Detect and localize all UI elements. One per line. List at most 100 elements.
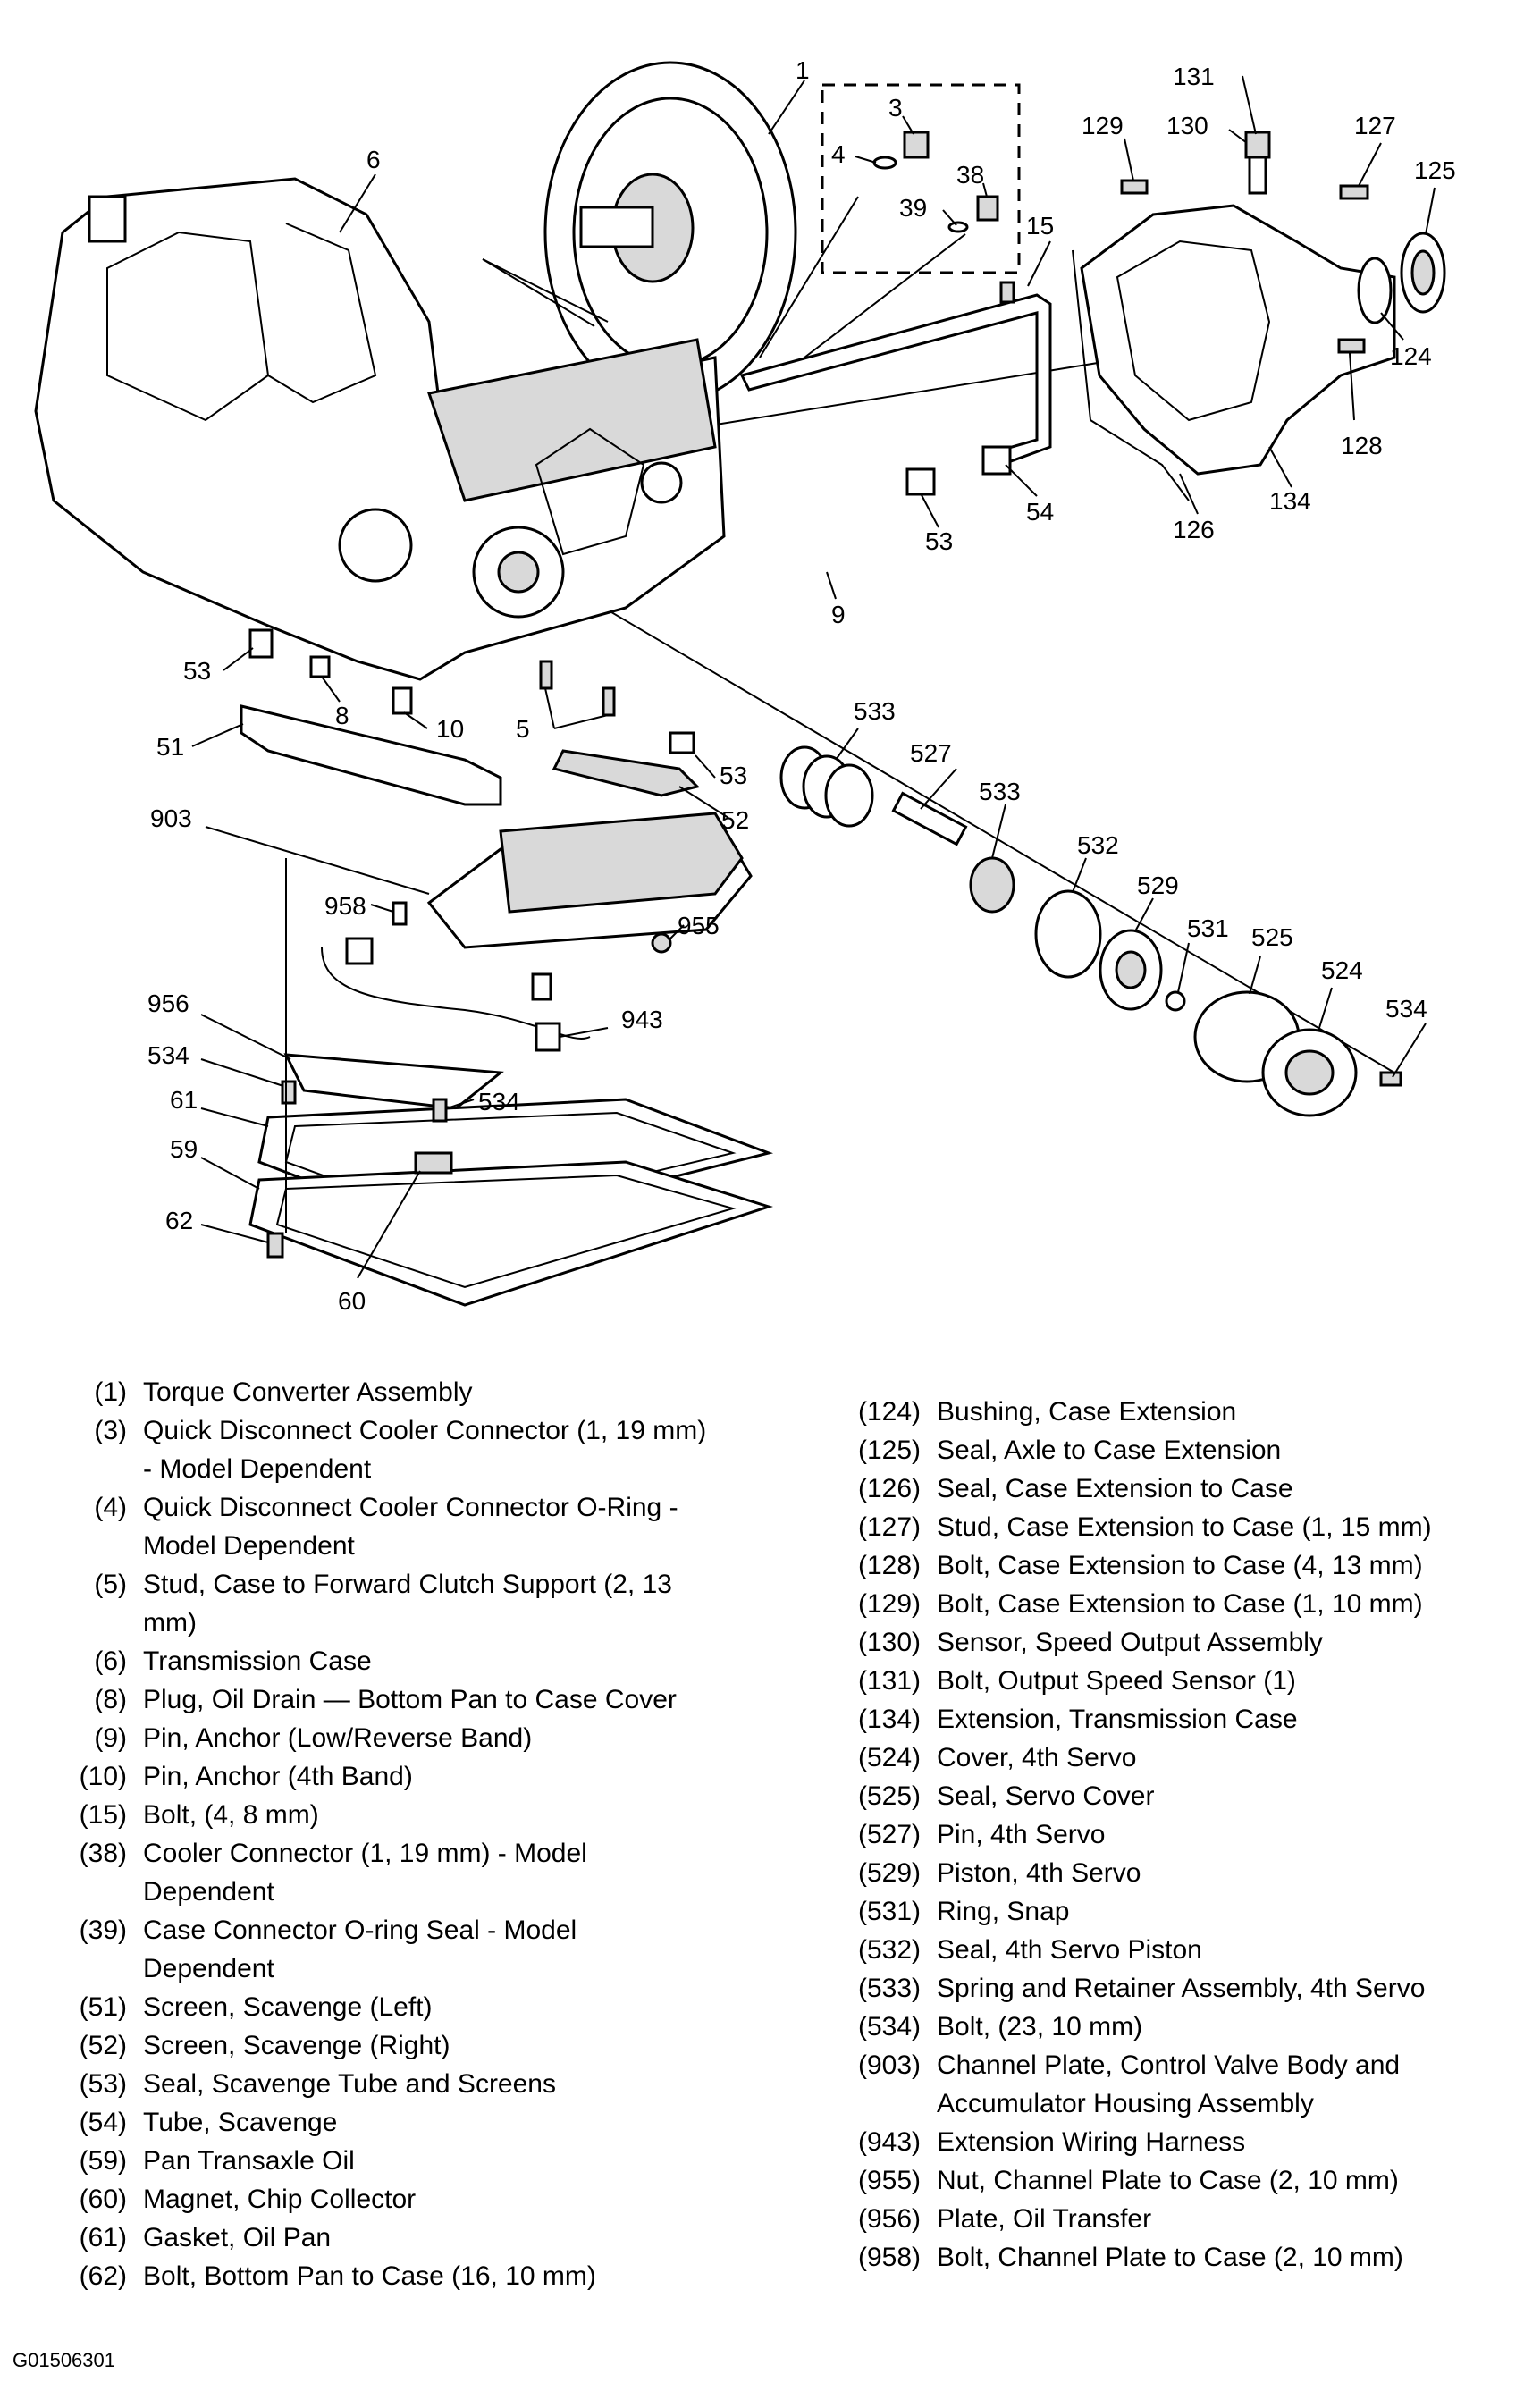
callout-3: 3 (888, 94, 903, 122)
callout-59: 59 (170, 1135, 198, 1163)
scavenge-screens (240, 628, 700, 806)
legend-row: (59)Pan Transaxle Oil (79, 2146, 355, 2176)
callout-1: 1 (796, 56, 810, 84)
torque-converter (482, 61, 797, 404)
legend-row: (6)Transmission Case (94, 1646, 372, 1676)
legend-row: (127)Stud, Case Extension to Case (1, 15… (857, 1512, 1432, 1542)
callout-534-plate-right: 534 (478, 1088, 520, 1116)
scavenge-tube (739, 281, 1052, 496)
legend-row: (126)Seal, Case Extension to Case (857, 1474, 1293, 1503)
legend-row: (524)Cover, 4th Servo (857, 1743, 1137, 1772)
callout-9: 9 (831, 601, 846, 628)
legend-row: (38)Cooler Connector (1, 19 mm) - Model … (79, 1839, 587, 1907)
callout-labels: 1 3 4 38 39 15 6 131 130 129 127 125 124… (147, 56, 1456, 1315)
callout-533-retainer: 533 (979, 778, 1021, 805)
callout-60: 60 (338, 1287, 366, 1315)
leader-lines (191, 75, 1436, 1279)
wiring-harness (321, 937, 591, 1052)
legend-row: (529)Piston, 4th Servo (857, 1858, 1141, 1888)
callout-125: 125 (1414, 156, 1456, 184)
fourth-servo-parts (779, 745, 1402, 1117)
callout-53-tube: 53 (925, 527, 953, 555)
callout-131: 131 (1173, 63, 1215, 90)
callout-534-plate: 534 (147, 1041, 189, 1069)
legend-row: (61)Gasket, Oil Pan (79, 2223, 332, 2252)
legend-row: (129)Bolt, Case Extension to Case (1, 10… (857, 1589, 1423, 1619)
callout-533-spring: 533 (854, 697, 896, 725)
legend-row: (124)Bushing, Case Extension (857, 1397, 1237, 1427)
legend-row: (903)Channel Plate, Control Valve Body a… (857, 2050, 1401, 2118)
callout-534-servo: 534 (1385, 995, 1427, 1023)
callout-61: 61 (170, 1086, 198, 1114)
callout-955: 955 (678, 912, 720, 939)
legend-row: (943)Extension Wiring Harness (857, 2127, 1246, 2157)
callout-956: 956 (147, 989, 189, 1017)
callout-529: 529 (1137, 871, 1179, 899)
legend-row: (131)Bolt, Output Speed Sensor (1) (857, 1666, 1296, 1696)
legend-row: (15)Bolt, (4, 8 mm) (79, 1800, 319, 1830)
legend-row: (54)Tube, Scavenge (79, 2108, 338, 2137)
legend-row: (53)Seal, Scavenge Tube and Screens (79, 2069, 556, 2099)
legend-row: (958)Bolt, Channel Plate to Case (2, 10 … (857, 2243, 1403, 2272)
cooler-connector-inset (821, 83, 1021, 274)
legend-row: (532)Seal, 4th Servo Piston (857, 1935, 1202, 1965)
legend-row: (60)Magnet, Chip Collector (79, 2185, 417, 2214)
legend-right-column: (124)Bushing, Case Extension (125)Seal, … (822, 1393, 1511, 2277)
callout-134: 134 (1269, 487, 1311, 515)
legend-row: (128)Bolt, Case Extension to Case (4, 13… (857, 1551, 1423, 1580)
callout-127: 127 (1354, 112, 1396, 139)
legend-left-column: (1)Torque Converter Assembly (3)Quick Di… (52, 1373, 767, 2295)
callout-126: 126 (1173, 516, 1215, 543)
callout-4: 4 (831, 140, 846, 168)
legend-row: (3)Quick Disconnect Cooler Connector (1,… (94, 1416, 707, 1484)
legend-row: (39)Case Connector O-ring Seal - Model D… (79, 1915, 577, 1983)
callout-54: 54 (1026, 498, 1054, 526)
legend-row: (533)Spring and Retainer Assembly, 4th S… (857, 1974, 1426, 2003)
legend-row: (134)Extension, Transmission Case (857, 1705, 1298, 1734)
oil-pan-assembly (248, 858, 774, 1307)
legend-row: (52)Screen, Scavenge (Right) (79, 2031, 450, 2060)
legend-row: (527)Pin, 4th Servo (857, 1820, 1106, 1849)
cooler-connectors (759, 131, 999, 358)
callout-5: 5 (516, 715, 530, 743)
callout-51: 51 (156, 733, 184, 761)
channel-plate-valve-body (392, 812, 753, 954)
callout-525: 525 (1251, 923, 1293, 951)
legend-row: (1)Torque Converter Assembly (94, 1377, 473, 1407)
legend-row: (51)Screen, Scavenge (Left) (79, 1992, 433, 2022)
legend-row: (4)Quick Disconnect Cooler Connector O-R… (94, 1493, 678, 1561)
callout-53-left: 53 (183, 657, 211, 685)
transmission-case (34, 177, 726, 681)
legend-row: (956)Plate, Oil Transfer (857, 2204, 1152, 2234)
legend-row: (531)Ring, Snap (857, 1897, 1070, 1926)
callout-943: 943 (621, 1006, 663, 1033)
legend-row: (525)Seal, Servo Cover (857, 1781, 1155, 1811)
callout-62: 62 (165, 1207, 193, 1234)
callout-6: 6 (366, 146, 381, 173)
servo-axis-line (500, 546, 1395, 1073)
callout-958: 958 (324, 892, 366, 920)
callout-38: 38 (956, 161, 984, 189)
callout-130: 130 (1166, 112, 1208, 139)
callout-527: 527 (910, 739, 952, 767)
callout-128: 128 (1341, 432, 1383, 459)
legend-row: (8)Plug, Oil Drain — Bottom Pan to Case … (94, 1685, 677, 1714)
callout-524: 524 (1321, 956, 1363, 984)
callout-124: 124 (1390, 342, 1432, 370)
callout-53-right: 53 (720, 762, 747, 789)
callout-903: 903 (150, 804, 192, 832)
callout-8: 8 (335, 702, 349, 729)
legend-row: (130)Sensor, Speed Output Assembly (857, 1628, 1323, 1657)
callout-10: 10 (436, 715, 464, 743)
legend-row: (955)Nut, Channel Plate to Case (2, 10 m… (857, 2166, 1399, 2195)
legend-row: (9)Pin, Anchor (Low/Reverse Band) (94, 1723, 533, 1753)
legend-row: (62)Bolt, Bottom Pan to Case (16, 10 mm) (79, 2261, 596, 2291)
legend-row: (5)Stud, Case to Forward Clutch Support … (94, 1570, 672, 1638)
callout-52: 52 (721, 806, 749, 834)
callout-15: 15 (1026, 212, 1054, 240)
legend-row: (10)Pin, Anchor (4th Band) (79, 1762, 413, 1791)
case-extension (1072, 131, 1446, 501)
callout-129: 129 (1082, 112, 1124, 139)
exploded-view-diagram: 1 3 4 38 39 15 6 131 130 129 127 125 124… (34, 56, 1456, 1315)
callout-39: 39 (899, 194, 927, 222)
